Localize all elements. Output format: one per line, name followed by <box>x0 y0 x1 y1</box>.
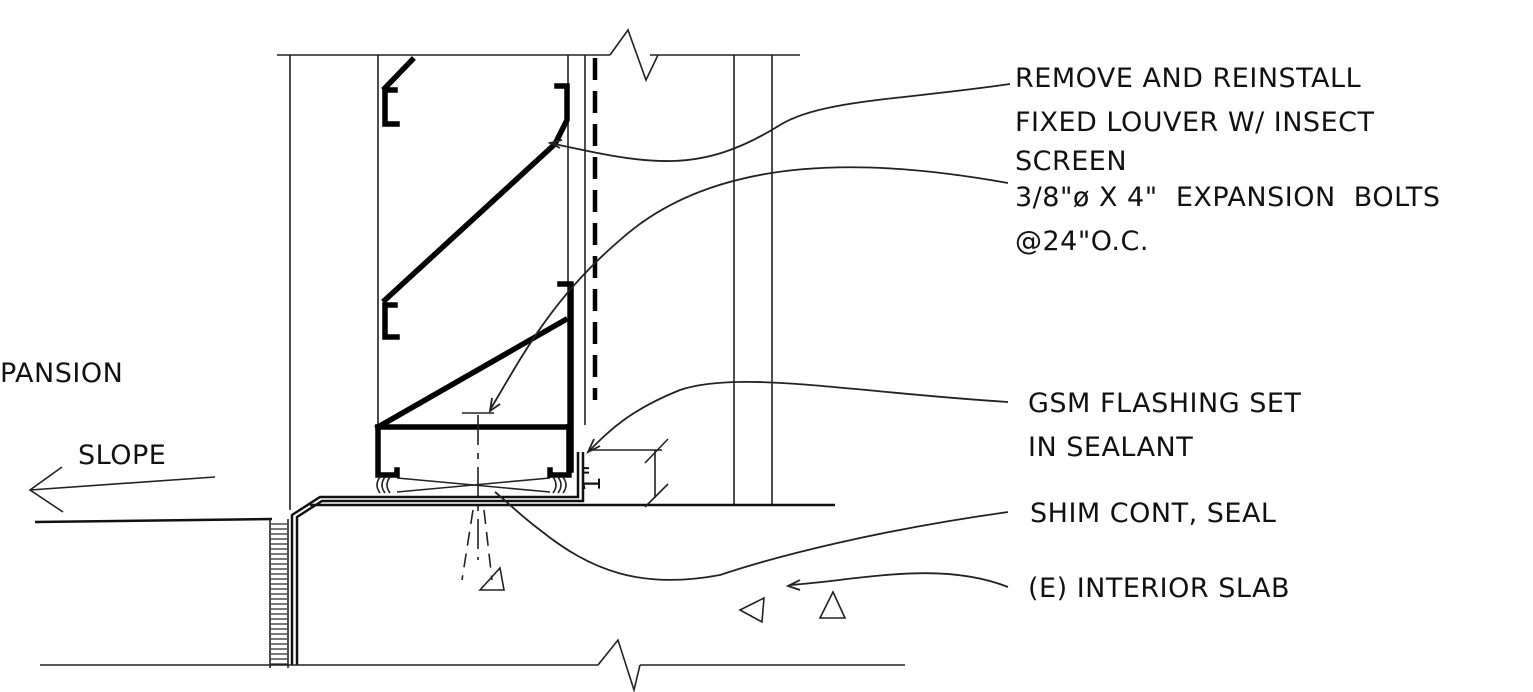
leader-bolts <box>489 166 1009 411</box>
slab-note: (E) INTERIOR SLAB <box>1028 573 1290 604</box>
opening-frame <box>277 28 800 510</box>
leader-slab <box>789 572 1009 588</box>
gsm-flashing <box>290 452 585 665</box>
leader-louver <box>549 83 1011 162</box>
louver-note-line3: SCREEN <box>1015 146 1127 177</box>
expansion-partial-note: PANSION <box>0 358 123 389</box>
dimension-1-inch: 1" <box>578 438 669 508</box>
dimension-label: 1" <box>578 464 606 491</box>
leader-shim <box>494 491 1009 581</box>
sill-channel <box>375 424 572 478</box>
flashing-note-line1: GSM FLASHING SET <box>1028 388 1301 419</box>
bolts-note-line1: 3/8"ø X 4" EXPANSION BOLTS <box>1015 182 1441 213</box>
expansion-joint <box>269 519 289 668</box>
slope-label: SLOPE <box>78 440 166 471</box>
louver-note-line1: REMOVE AND REINSTALL <box>1015 63 1361 94</box>
flashing-note-line2: IN SEALANT <box>1028 432 1193 463</box>
leader-flashing <box>589 381 1009 451</box>
slope-arrow: SLOPE <box>28 440 216 513</box>
leader-lines <box>488 83 1011 591</box>
bolts-note-line2: @24"O.C. <box>1015 226 1149 257</box>
louver-blades <box>374 56 574 473</box>
louver-note-line2: FIXED LOUVER W/ INSECT <box>1015 107 1374 138</box>
slab-aggregate <box>738 590 847 624</box>
shim-note: SHIM CONT, SEAL <box>1030 498 1276 529</box>
floor-slab <box>34 503 905 692</box>
shim-wedges <box>376 476 567 494</box>
annotation-text: REMOVE AND REINSTALL FIXED LOUVER W/ INS… <box>0 63 1441 604</box>
